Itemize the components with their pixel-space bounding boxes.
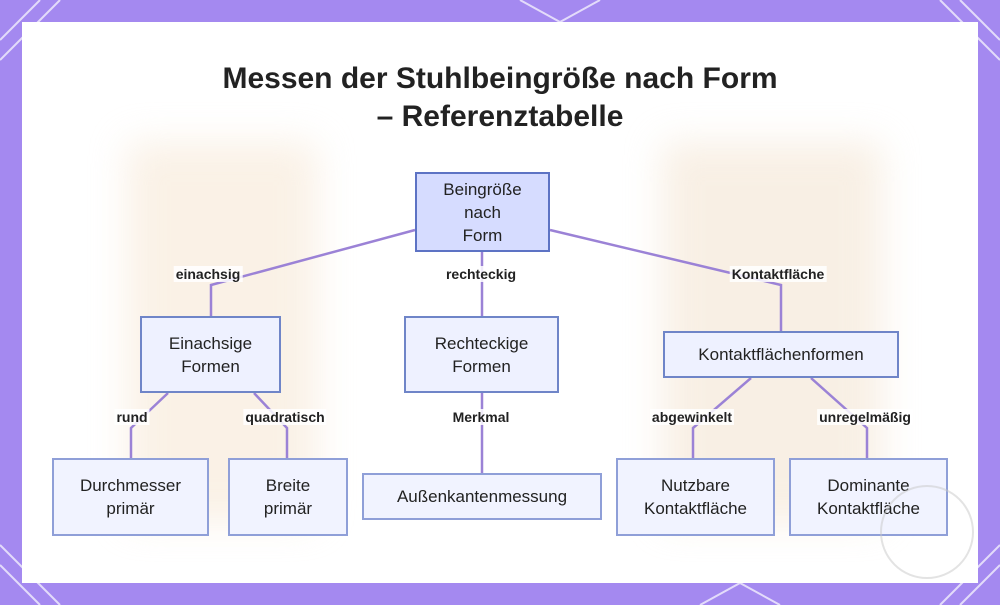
node-root: Beingröße nach Form (415, 172, 550, 252)
edge-label-irregular: unregelmäßig (817, 409, 913, 425)
edge-label-contact: Kontaktfläche (729, 266, 827, 282)
node-usable-contact-label: Nutzbare Kontaktfläche (643, 476, 747, 518)
node-root-label: Beingröße nach Form (443, 179, 522, 245)
node-diameter-primary: Durchmesser primär (52, 458, 209, 536)
diagram-title: Messen der Stuhlbeingröße nach Form – Re… (22, 60, 978, 136)
node-outer-edge-measurement: Außenkantenmessung (362, 473, 602, 520)
node-outer-edge-label: Außenkantenmessung (396, 487, 568, 506)
edge-label-round: rund (114, 409, 150, 425)
edge-label-single-axis: einachsig (173, 266, 243, 282)
edge-label-feature: Merkmal (450, 409, 512, 425)
node-contact-shapes: Kontaktflächenformen (663, 331, 899, 378)
title-line-1: Messen der Stuhlbeingröße nach Form (222, 62, 778, 95)
node-contact-label: Kontaktflächenformen (698, 345, 864, 364)
node-rectangular-label: Rechteckige Formen (434, 333, 529, 376)
node-single-axis-label: Einachsige Formen (168, 333, 253, 376)
node-rectangular-shapes: Rechteckige Formen (404, 316, 559, 393)
node-usable-contact-area: Nutzbare Kontaktfläche (616, 458, 775, 536)
edge-label-square: quadratisch (243, 409, 327, 425)
edge-contact-angled (691, 377, 752, 458)
edge-root-single-axis (209, 228, 416, 316)
edge-single-round (129, 392, 169, 458)
node-single-axis-shapes: Einachsige Formen (140, 316, 281, 393)
edge-label-rectangular: rechteckig (443, 266, 519, 282)
edge-label-angled: abgewinkelt (649, 409, 735, 425)
node-diameter-label: Durchmesser primär (79, 476, 182, 518)
node-width-label: Breite primär (263, 476, 313, 518)
edge-contact-irregular (810, 377, 869, 458)
node-width-primary: Breite primär (228, 458, 348, 536)
watermark-logo (880, 485, 974, 579)
edge-root-contact (549, 228, 783, 331)
title-line-2: – Referenztabelle (376, 100, 624, 133)
edge-single-square (253, 392, 289, 458)
